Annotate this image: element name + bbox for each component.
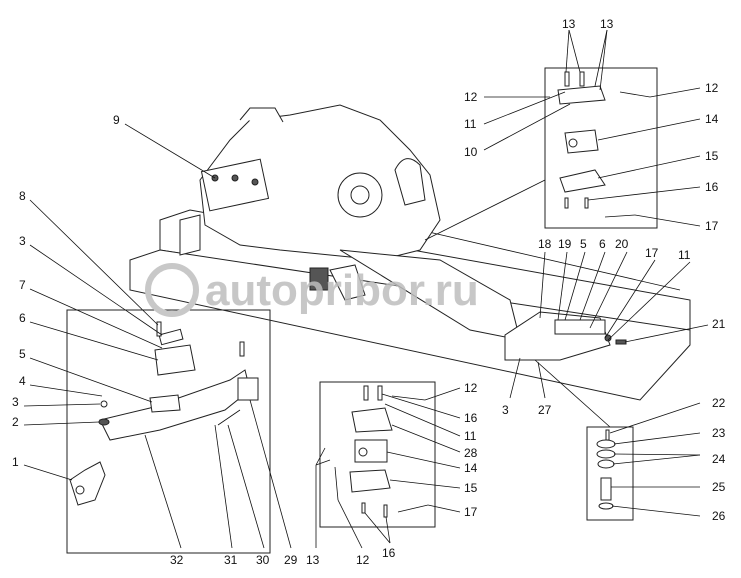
callout: 27 bbox=[538, 403, 552, 417]
callout: 8 bbox=[19, 189, 26, 203]
callout: 12 bbox=[464, 381, 478, 395]
callout: 31 bbox=[224, 553, 238, 567]
callout: 3 bbox=[12, 395, 19, 409]
callout: 21 bbox=[712, 317, 726, 331]
callout: 3 bbox=[502, 403, 509, 417]
callout: 25 bbox=[712, 480, 726, 494]
callout: 13 bbox=[306, 553, 320, 567]
callout: 16 bbox=[464, 411, 478, 425]
callout: 29 bbox=[284, 553, 298, 567]
left-box-parts bbox=[69, 321, 259, 506]
engine bbox=[199, 104, 521, 341]
callout: 23 bbox=[712, 426, 726, 440]
callout: 17 bbox=[464, 505, 478, 519]
callout: 28 bbox=[464, 446, 478, 460]
callout: 13 bbox=[600, 17, 614, 31]
callout: 12 bbox=[464, 90, 478, 104]
callout: 14 bbox=[705, 112, 719, 126]
detail-box-middle bbox=[319, 381, 436, 528]
callout: 7 bbox=[19, 278, 26, 292]
callout: 11 bbox=[464, 117, 477, 131]
callout: 1 bbox=[12, 455, 19, 469]
detail-box-left bbox=[66, 309, 271, 554]
watermark-text: autopribor.ru bbox=[205, 266, 479, 315]
callout: 15 bbox=[705, 149, 719, 163]
callout: 24 bbox=[712, 452, 726, 466]
detail-box-top-right bbox=[544, 67, 658, 229]
bottom-right-parts bbox=[596, 429, 616, 510]
callout: 32 bbox=[170, 553, 184, 567]
callout: 18 bbox=[538, 237, 552, 251]
callout: 17 bbox=[705, 219, 719, 233]
callout: 26 bbox=[712, 509, 726, 523]
callout: 30 bbox=[256, 553, 270, 567]
callout: 13 bbox=[562, 17, 576, 31]
callout: 14 bbox=[464, 461, 478, 475]
callout: 16 bbox=[382, 546, 396, 560]
callout: 6 bbox=[599, 237, 606, 251]
callout: 22 bbox=[712, 396, 726, 410]
callout: 11 bbox=[464, 429, 477, 443]
callout: 11 bbox=[678, 248, 691, 262]
callout-labels: 13 13 12 12 11 10 14 15 16 17 9 8 3 7 6 … bbox=[12, 17, 726, 567]
middle-box-parts bbox=[334, 385, 429, 518]
callout: 3 bbox=[19, 234, 26, 248]
callout: 4 bbox=[19, 374, 26, 388]
leader-lines bbox=[23, 29, 709, 549]
callout: 10 bbox=[464, 145, 478, 159]
callout: 12 bbox=[705, 81, 719, 95]
callout: 6 bbox=[19, 311, 26, 325]
callout: 16 bbox=[705, 180, 719, 194]
callout: 20 bbox=[615, 237, 629, 251]
callout: 19 bbox=[558, 237, 572, 251]
callout: 9 bbox=[113, 113, 120, 127]
top-right-parts bbox=[530, 71, 651, 218]
callout: 5 bbox=[580, 237, 587, 251]
callout: 12 bbox=[356, 553, 370, 567]
callout: 15 bbox=[464, 481, 478, 495]
watermark: autopribor.ru bbox=[145, 263, 479, 317]
callout: 2 bbox=[12, 415, 19, 429]
callout: 5 bbox=[19, 347, 26, 361]
callout: 17 bbox=[645, 246, 659, 260]
